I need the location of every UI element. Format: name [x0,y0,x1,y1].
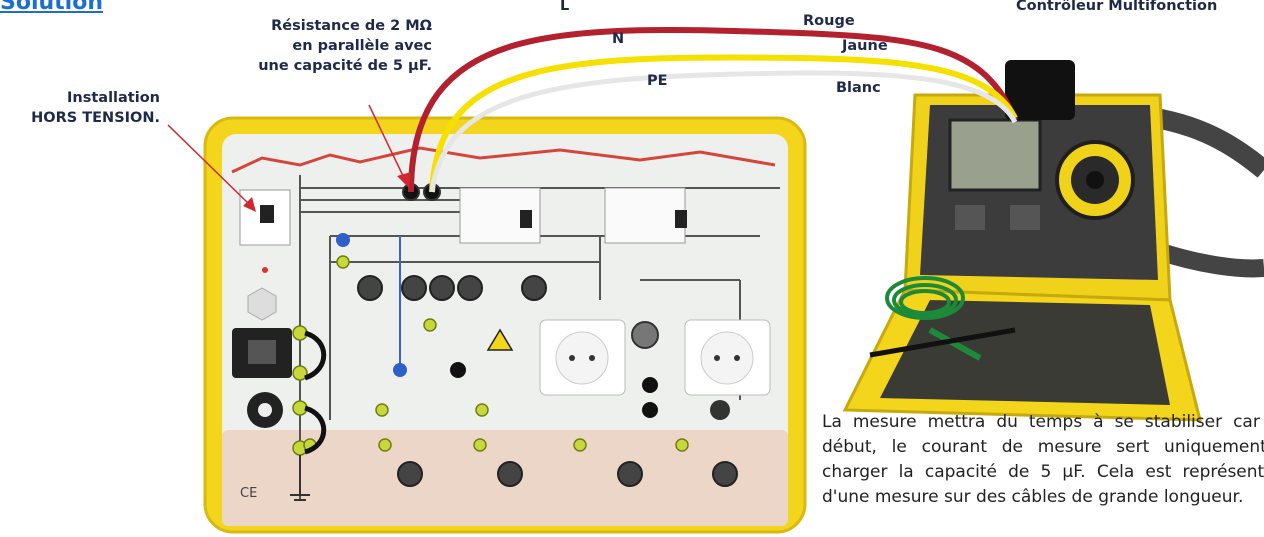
color-label-white: Blanc [836,80,881,96]
green-probe-lead [885,276,965,320]
color-label-red: Rouge [803,13,855,29]
wire-label-L: L [560,0,570,14]
explanation-paragraph: La mesure mettra du temps à se stabilise… [822,412,1264,507]
blue-terminal [393,363,407,377]
wire-N-yellow [429,54,1018,193]
panel-red-line [231,146,776,174]
bottom-knobs [397,461,738,487]
pointer-arrows [167,104,411,212]
ce-mark: CE [240,486,257,501]
resistance-label: Résistance de 2 MΩ en parallèle avec une… [258,18,432,74]
tester-lead-hood [1005,60,1075,120]
warning-icon [486,328,514,351]
tester-display [948,118,1042,192]
main-breaker-switch [260,205,274,223]
black-terminal [450,362,466,378]
hex-indicator [247,287,277,321]
selector-knob [631,321,659,349]
installation-label: Installation HORS TENSION. [31,90,160,126]
wire-L-red [408,26,1018,193]
bridge-cable-2 [304,405,327,455]
color-label-yellow: Jaune [842,38,888,54]
green-terminals [292,255,689,456]
breaker-module-2 [604,187,686,244]
black-probe [869,327,1016,358]
earth-icon [290,455,310,501]
bridge-cable-1 [304,330,327,381]
training-panel: CE [203,116,807,534]
controller-label: Contrôleur Multifonction [1016,0,1218,14]
wire-PE-white [429,70,1018,193]
wire-label-PE: PE [647,73,668,89]
multifunction-tester [842,60,1264,422]
page-heading: Solution [0,0,103,15]
wire-label-N: N [612,31,625,47]
knob-row [357,275,547,301]
